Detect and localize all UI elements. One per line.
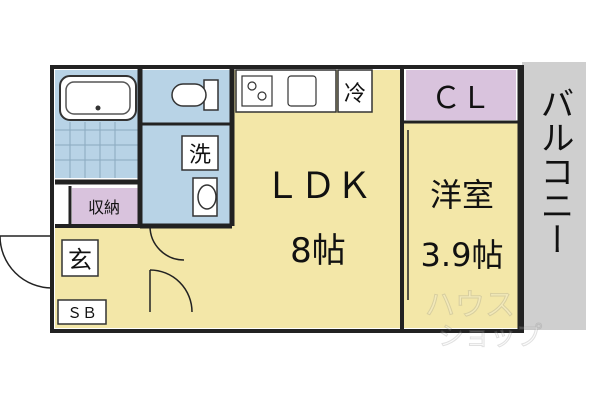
wash-basin bbox=[192, 177, 218, 217]
watermark-line1: ハウス bbox=[425, 288, 515, 323]
watermark: ハウス ショップ bbox=[425, 288, 543, 353]
western-name: 洋室 bbox=[430, 176, 494, 214]
laundry-box bbox=[181, 135, 219, 171]
walls bbox=[50, 65, 524, 333]
watermark-line2: ショップ bbox=[438, 322, 542, 352]
storage-label: 収納 bbox=[88, 198, 120, 217]
entrance-label: 玄 bbox=[68, 246, 92, 274]
storage-fill bbox=[72, 188, 138, 224]
western-floor bbox=[402, 122, 519, 328]
ldk-size: 8帖 bbox=[290, 231, 346, 271]
shoebox-label: ＳＢ bbox=[67, 304, 97, 322]
western-size: 3.9帖 bbox=[421, 236, 504, 274]
doors bbox=[0, 130, 409, 313]
fridge-label: 冷 bbox=[344, 82, 366, 107]
balcony-label: バルコニー bbox=[534, 86, 574, 256]
balcony-fill bbox=[522, 62, 586, 330]
bath-tiles bbox=[55, 122, 140, 178]
closet-label: ＣＬ bbox=[431, 81, 491, 116]
toilet-fixture bbox=[171, 79, 219, 111]
shoebox-box bbox=[57, 299, 107, 325]
entrance-box bbox=[61, 239, 99, 277]
laundry-label: 洗 bbox=[189, 143, 211, 168]
kitchen-counter bbox=[235, 69, 373, 113]
ldk-name: ＬＤＫ bbox=[264, 166, 372, 207]
closet-fill bbox=[406, 70, 516, 120]
ldk-floor bbox=[232, 70, 402, 328]
